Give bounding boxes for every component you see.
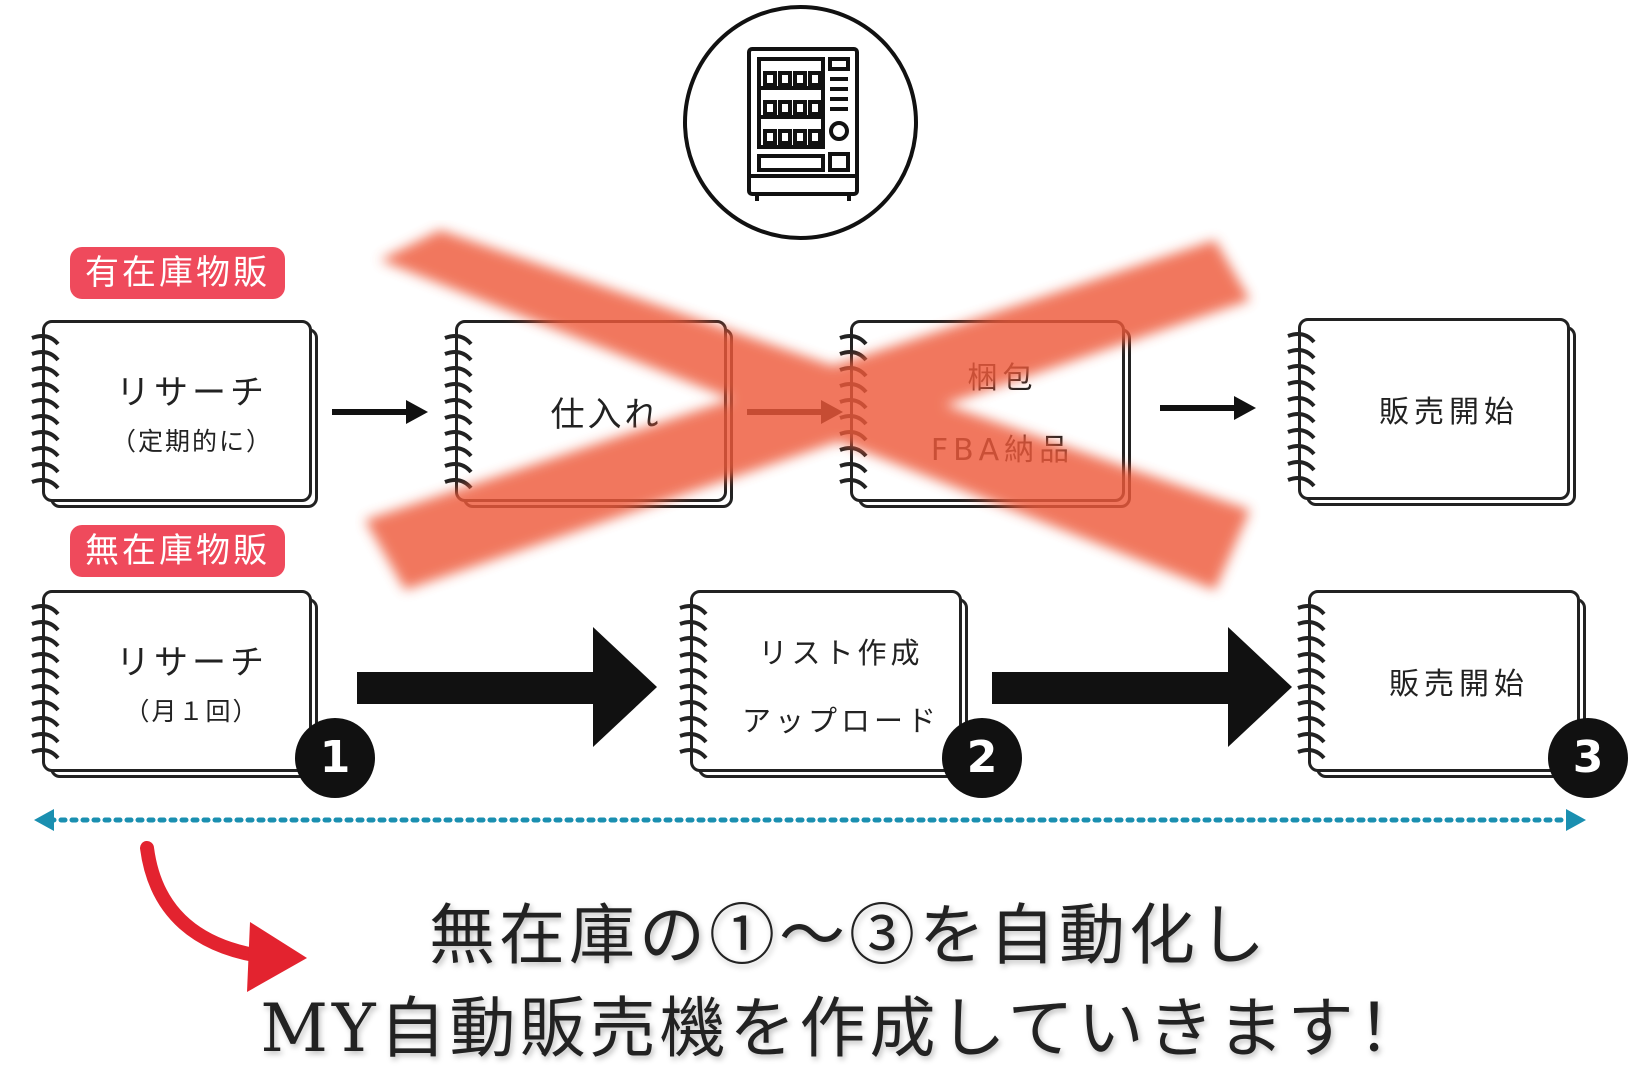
spiral-notebook-icon bbox=[31, 334, 60, 490]
card-title: 販売開始 bbox=[1389, 667, 1529, 702]
vending-machine-icon bbox=[747, 47, 859, 201]
step-badge-3: 3 bbox=[1548, 718, 1628, 798]
card-title: リサーチ bbox=[116, 372, 268, 413]
timeline-double-arrow bbox=[34, 809, 1586, 831]
card-sales-start-top: 販売開始 bbox=[1287, 318, 1576, 506]
card-packing-fba: 梱包 FBA納品 bbox=[839, 320, 1131, 508]
tag-stock-sales: 有在庫物販 bbox=[70, 247, 285, 299]
big-arrow-right-icon bbox=[357, 627, 657, 747]
card-purchase: 仕入れ bbox=[444, 320, 733, 508]
step-badge-1: 1 bbox=[295, 718, 375, 798]
tag-nostock-sales: 無在庫物販 bbox=[70, 525, 285, 577]
big-arrow-right-icon bbox=[992, 627, 1292, 747]
card-research-periodic: リサーチ （定期的に） bbox=[31, 320, 318, 508]
spiral-notebook-icon bbox=[1287, 332, 1316, 488]
card-title: 仕入れ bbox=[550, 394, 662, 435]
vending-machine-circle bbox=[683, 5, 918, 240]
card-title: 梱包 bbox=[967, 361, 1038, 396]
headline-line1: 無在庫の①〜③を自動化し bbox=[429, 897, 1269, 974]
arrow-right-icon bbox=[1160, 396, 1256, 420]
curved-arrow-icon bbox=[140, 841, 307, 992]
card-list-upload: リスト作成 アップロード bbox=[679, 590, 968, 778]
arrow-right-icon bbox=[332, 400, 428, 424]
headline-line2: MY自動販売機を作成していきます！ bbox=[260, 990, 1428, 1067]
step-badge-2: 2 bbox=[942, 718, 1022, 798]
card-research-monthly: リサーチ （月１回） bbox=[31, 590, 318, 778]
card-title: 販売開始 bbox=[1379, 395, 1519, 430]
card-subtitle: アップロード bbox=[741, 704, 940, 738]
card-subtitle: FBA納品 bbox=[930, 433, 1075, 468]
card-title: リスト作成 bbox=[758, 636, 924, 670]
card-subtitle: （月１回） bbox=[124, 696, 260, 726]
card-subtitle: （定期的に） bbox=[110, 426, 273, 456]
arrow-right-icon bbox=[747, 400, 843, 424]
spiral-notebook-icon bbox=[1297, 604, 1326, 760]
spiral-notebook-icon bbox=[444, 334, 473, 490]
spiral-notebook-icon bbox=[31, 604, 60, 760]
spiral-notebook-icon bbox=[679, 604, 708, 760]
card-title: リサーチ bbox=[116, 642, 268, 683]
card-sales-start-bottom: 販売開始 bbox=[1297, 590, 1586, 778]
